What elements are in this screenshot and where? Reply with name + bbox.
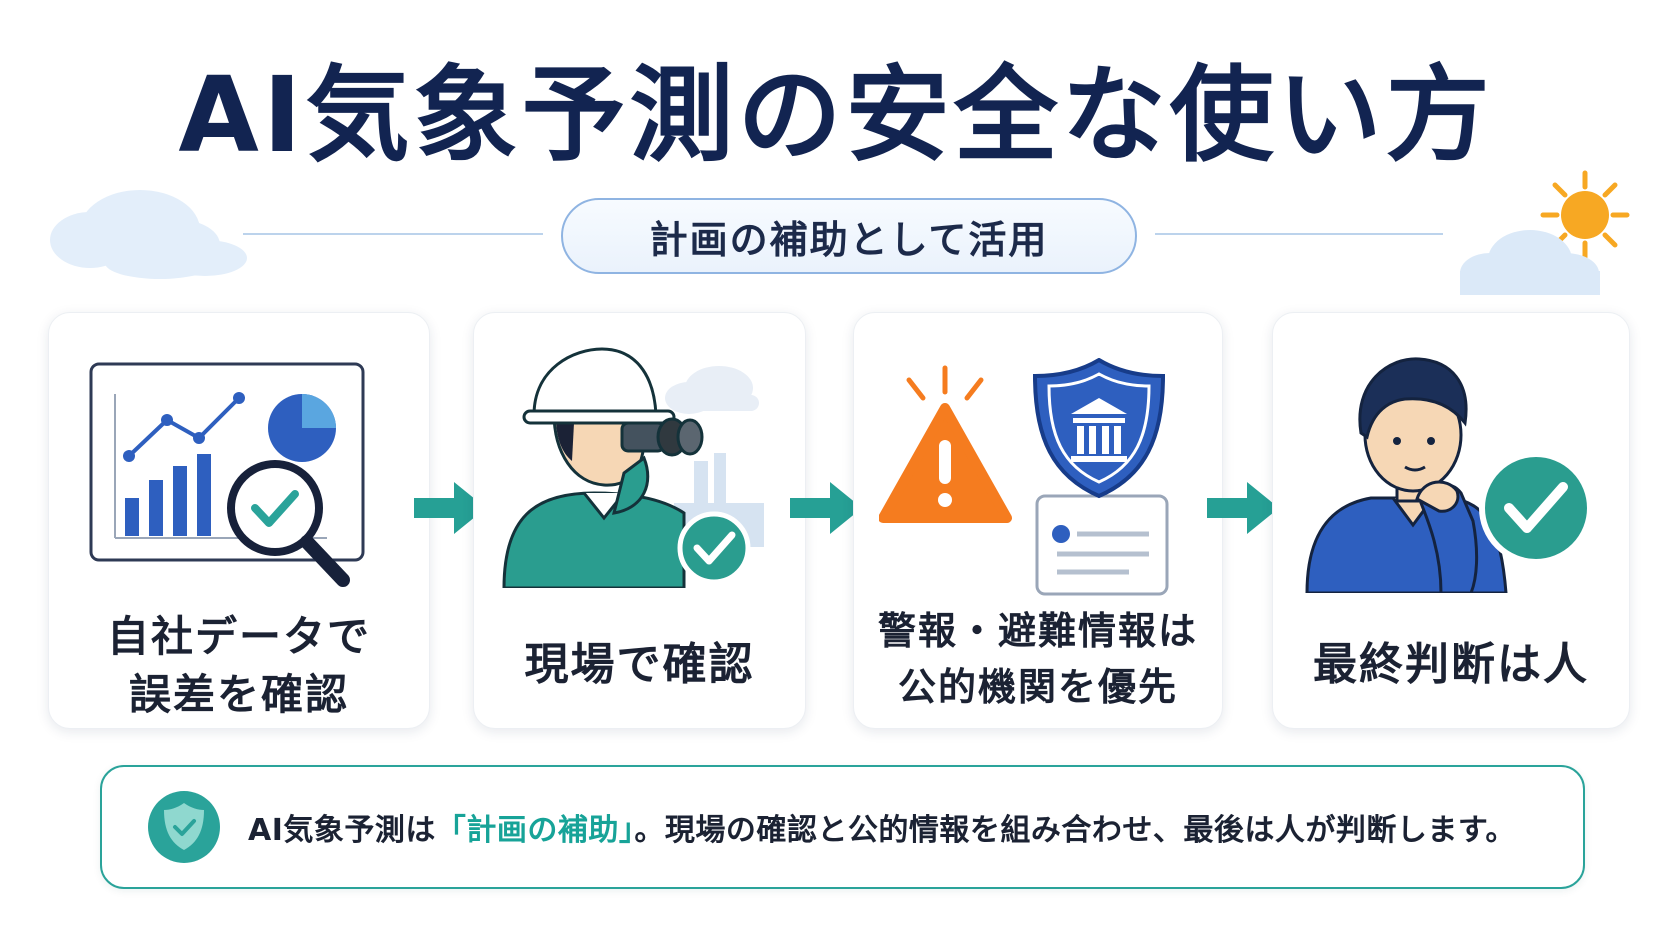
summary-text-after: 。現場の確認と公的情報を組み合わせ、最後は人が判断します。: [634, 813, 1516, 848]
step-label-line1: 自社データで: [106, 612, 371, 661]
arrow-right-icon: [790, 482, 862, 534]
step-card-official-info: 警報・避難情報は 公的機関を優先: [853, 312, 1223, 729]
sun-cloud-icon: [1460, 170, 1630, 295]
subtitle-rule-left: [243, 233, 543, 235]
step-label-line1: 現場で確認: [524, 639, 755, 690]
summary-banner: AI気象予測は「計画の補助」。現場の確認と公的情報を組み合わせ、最後は人が判断し…: [100, 765, 1585, 889]
step-label-line1: 最終判断は人: [1313, 639, 1589, 690]
subtitle-text: 計画の補助として活用: [649, 217, 1049, 262]
step-label-line2: 公的機関を優先: [897, 665, 1178, 709]
summary-text: AI気象予測は「計画の補助」。現場の確認と公的情報を組み合わせ、最後は人が判断し…: [248, 805, 1516, 849]
shield-check-icon: [148, 791, 220, 863]
thinking-person-check-icon: [1305, 357, 1593, 593]
page-title: AI気象予測の安全な使い方: [178, 54, 1494, 176]
subtitle-pill: 計画の補助として活用: [561, 198, 1137, 274]
step-card-human-judgment: 最終判断は人: [1272, 312, 1630, 729]
step-label-line2: 誤差を確認: [128, 670, 349, 719]
cloud-icon: [50, 190, 247, 279]
chart-magnifier-check-icon: [89, 362, 365, 587]
arrow-right-icon: [414, 482, 486, 534]
step-card-own-data: 自社データで 誤差を確認: [48, 312, 430, 729]
warning-shield-institution-icon: [879, 358, 1169, 596]
step-label-line1: 警報・避難情報は: [877, 609, 1198, 653]
summary-highlight: 「計画の補助」: [435, 813, 635, 848]
summary-text-before: AI気象予測は: [248, 813, 436, 848]
worker-binoculars-icon: [502, 347, 764, 588]
arrow-right-icon: [1207, 482, 1279, 534]
subtitle-rule-right: [1155, 233, 1443, 235]
step-card-field-check: 現場で確認: [473, 312, 806, 729]
